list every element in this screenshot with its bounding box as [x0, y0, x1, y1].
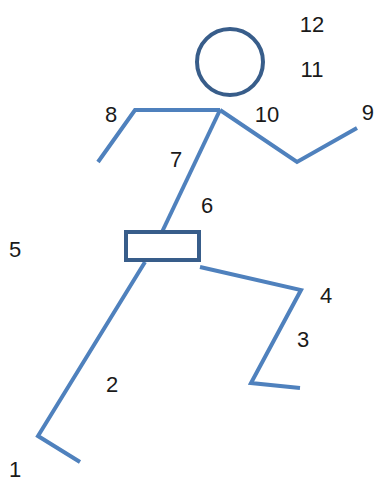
- callout-number: 5: [9, 239, 21, 261]
- callout-number: 3: [297, 329, 309, 351]
- torso: [162, 110, 220, 232]
- head-circle: [197, 29, 263, 95]
- right-leg: [200, 267, 301, 388]
- left-leg: [38, 262, 145, 462]
- callout-number: 2: [106, 374, 118, 396]
- callout-number: 1: [9, 459, 21, 481]
- callout-number: 7: [170, 149, 182, 171]
- callout-number: 8: [105, 104, 117, 126]
- callout-number: 6: [201, 195, 213, 217]
- callout-number: 4: [320, 285, 332, 307]
- pelvis-box: [126, 232, 199, 260]
- callout-number: 10: [255, 104, 279, 126]
- callout-number: 9: [362, 102, 374, 124]
- callout-number: 11: [301, 59, 324, 81]
- callout-number: 12: [300, 14, 324, 36]
- right-arm: [220, 110, 357, 162]
